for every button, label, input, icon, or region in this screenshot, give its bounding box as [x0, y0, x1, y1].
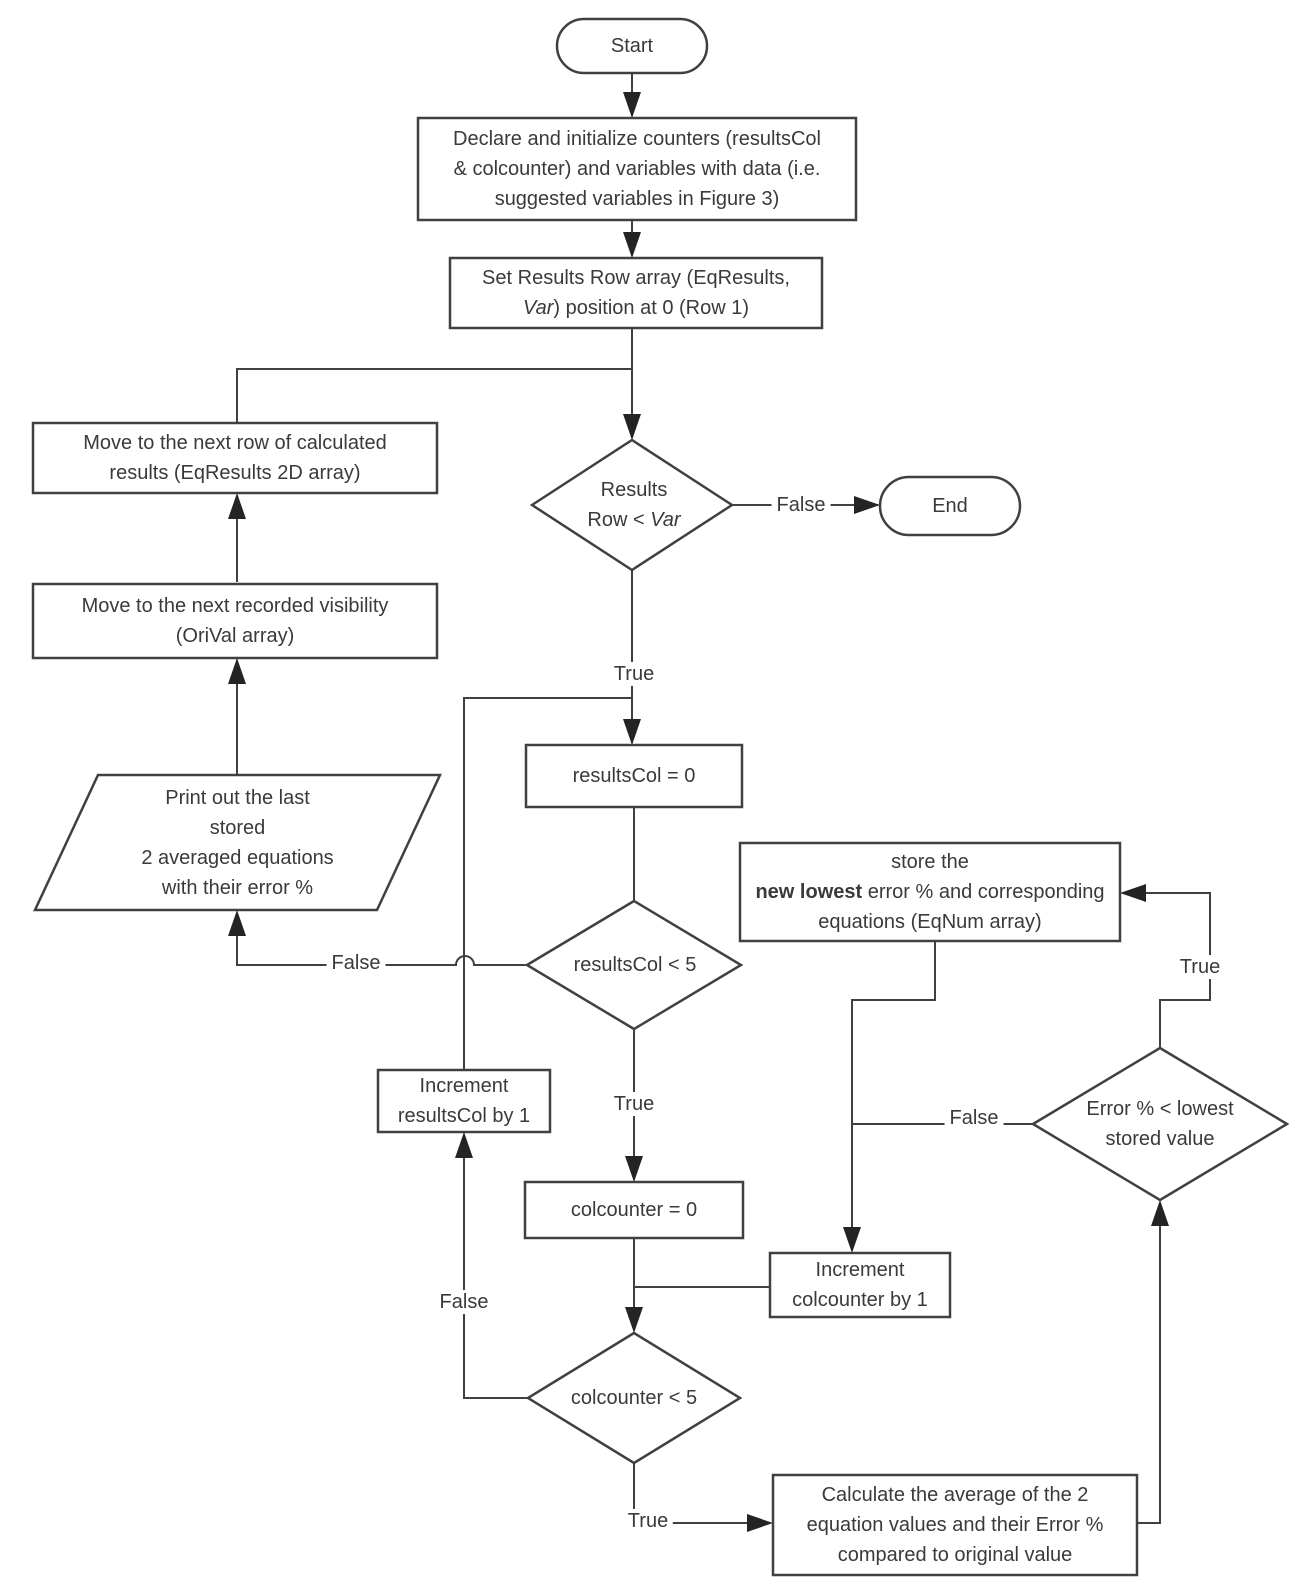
results-col-decision: resultsCol < 5 — [530, 935, 740, 995]
declare-line2: & colcounter) and variables with data (i… — [453, 158, 821, 180]
results-col-decision-shape — [524, 899, 744, 1031]
shapes — [31, 17, 1290, 1577]
move-next-row-box-shape — [31, 421, 439, 495]
arrow-into-colcounter-decision — [625, 1307, 643, 1333]
move-next-row-line1: Move to the next row of calculated — [83, 432, 387, 454]
increment-colcounter-line1: Increment — [815, 1259, 905, 1281]
store-lowest-bold: new lowest — [755, 881, 863, 903]
edge-label-false-error: False — [944, 1106, 1004, 1130]
store-lowest-line2: new lowest error % and corresponding — [755, 877, 1104, 907]
results-col-decision-label: resultsCol < 5 — [573, 954, 697, 976]
arrow-into-increment-colcounter — [843, 1227, 861, 1253]
set-row-line1: Set Results Row array (EqResults, — [482, 267, 790, 289]
results-col-init-box: resultsCol = 0 — [526, 745, 742, 807]
increment-results-col-line2: resultsCol by 1 — [397, 1105, 531, 1127]
move-next-row-box: Move to the next row of calculated resul… — [33, 423, 437, 493]
arrow-into-end — [854, 496, 880, 514]
arrow-into-print-output — [228, 910, 246, 936]
move-next-visibility-line2: (OriVal array) — [175, 625, 295, 647]
calculate-average-box: Calculate the average of the 2 equation … — [773, 1475, 1137, 1575]
start-terminal: Start — [557, 19, 707, 73]
results-row-decision: Results Row < Var — [534, 473, 734, 537]
increment-results-col-line1: Increment — [419, 1075, 509, 1097]
arrow-into-move-next-row — [228, 493, 246, 519]
increment-colcounter-box: Increment colcounter by 1 — [770, 1253, 950, 1317]
set-row-var: Var — [522, 297, 554, 319]
results-row-decision-shape — [529, 438, 735, 572]
end-terminal: End — [880, 477, 1020, 535]
error-decision: Error % < lowest stored value — [1040, 1090, 1280, 1158]
move-next-row-line2: results (EqResults 2D array) — [109, 462, 361, 484]
store-lowest-box: store the new lowest error % and corresp… — [740, 843, 1120, 941]
calculate-average-line2: equation values and their Error % — [806, 1514, 1104, 1536]
print-output-line4: with their error % — [161, 876, 314, 899]
arrow-into-store-lowest — [1120, 884, 1146, 902]
arrow-into-set-row — [623, 232, 641, 258]
move-next-visibility-box: Move to the next recorded visibility (Or… — [33, 584, 437, 658]
increment-colcounter-box-shape — [768, 1251, 952, 1319]
store-lowest-line2-rest: error % and corresponding — [862, 881, 1105, 903]
results-row-line2-pre: Row < — [587, 509, 651, 531]
start-terminal-shape — [555, 17, 709, 75]
store-lowest-box-shape — [738, 841, 1122, 943]
set-row-line2-rest: ) position at 0 (Row 1) — [553, 297, 750, 319]
print-output-parallelogram-shape — [33, 773, 442, 912]
declare-line1: Declare and initialize counters (results… — [453, 128, 821, 150]
colcounter-init-box: colcounter = 0 — [525, 1182, 743, 1238]
print-output-line3: 2 averaged equations — [141, 846, 334, 869]
edge-label-false-colcounter: False — [434, 1290, 494, 1314]
store-lowest-line3: equations (EqNum array) — [818, 911, 1042, 933]
start-label: Start — [610, 35, 654, 57]
print-output-parallelogram: Print out the last stored 2 averaged equ… — [35, 775, 440, 910]
error-decision-line1: Error % < lowest — [1086, 1098, 1234, 1120]
increment-colcounter-line2: colcounter by 1 — [792, 1289, 928, 1311]
arrow-into-move-next-visibility — [228, 658, 246, 684]
arrow-into-calculate-average — [747, 1514, 773, 1532]
arrow-into-results-col-init — [623, 719, 641, 745]
results-col-init-label: resultsCol = 0 — [572, 765, 696, 787]
end-label: End — [932, 495, 968, 517]
declare-box-shape — [416, 116, 858, 222]
end-terminal-shape — [878, 475, 1022, 537]
edge-label-true-error: True — [1174, 955, 1226, 979]
set-row-box: Set Results Row array (EqResults, Var) p… — [450, 258, 822, 328]
edge-label-true-results-col: True — [608, 1092, 660, 1116]
move-next-visibility-line1: Move to the next recorded visibility — [81, 595, 389, 617]
edge-label-false-results-row: False — [771, 493, 831, 517]
move-next-visibility-box-shape — [31, 582, 439, 660]
calculate-average-box-shape — [771, 1473, 1139, 1577]
results-row-var: Var — [650, 509, 681, 531]
declare-box: Declare and initialize counters (results… — [418, 118, 856, 220]
print-output-line1: Print out the last — [165, 786, 310, 809]
results-col-init-box-shape — [524, 743, 744, 809]
colcounter-init-box-shape — [523, 1180, 745, 1240]
arrow-into-colcounter-init — [625, 1156, 643, 1182]
error-decision-shape — [1030, 1046, 1290, 1202]
set-row-box-shape — [448, 256, 824, 330]
store-lowest-line1: store the — [891, 851, 969, 873]
arrowheads — [228, 92, 1169, 1532]
colcounter-decision-shape — [525, 1331, 743, 1465]
declare-line3: suggested variables in Figure 3) — [494, 188, 780, 210]
calculate-average-line3: compared to original value — [837, 1544, 1073, 1566]
print-output-line2: stored — [209, 816, 266, 839]
arrow-into-results-row-decision — [623, 414, 641, 440]
results-row-line2: Row < Var — [587, 505, 680, 535]
colcounter-decision: colcounter < 5 — [529, 1368, 739, 1428]
edge-label-false-results-col: False — [326, 951, 386, 975]
edge-label-true-results-row: True — [608, 662, 660, 686]
increment-results-col-box: Increment resultsCol by 1 — [378, 1070, 550, 1132]
colcounter-decision-label: colcounter < 5 — [570, 1387, 698, 1409]
set-row-line2: Var) position at 0 (Row 1) — [523, 293, 749, 323]
results-row-line1: Results — [600, 479, 668, 501]
arrow-into-increment-results-col — [455, 1132, 473, 1158]
colcounter-init-label: colcounter = 0 — [570, 1199, 698, 1221]
edge-label-true-colcounter: True — [622, 1509, 674, 1533]
arrow-into-declare — [623, 92, 641, 118]
error-decision-line2: stored value — [1105, 1128, 1215, 1150]
arrow-into-error-decision — [1151, 1200, 1169, 1226]
calculate-average-line1: Calculate the average of the 2 — [821, 1484, 1089, 1506]
